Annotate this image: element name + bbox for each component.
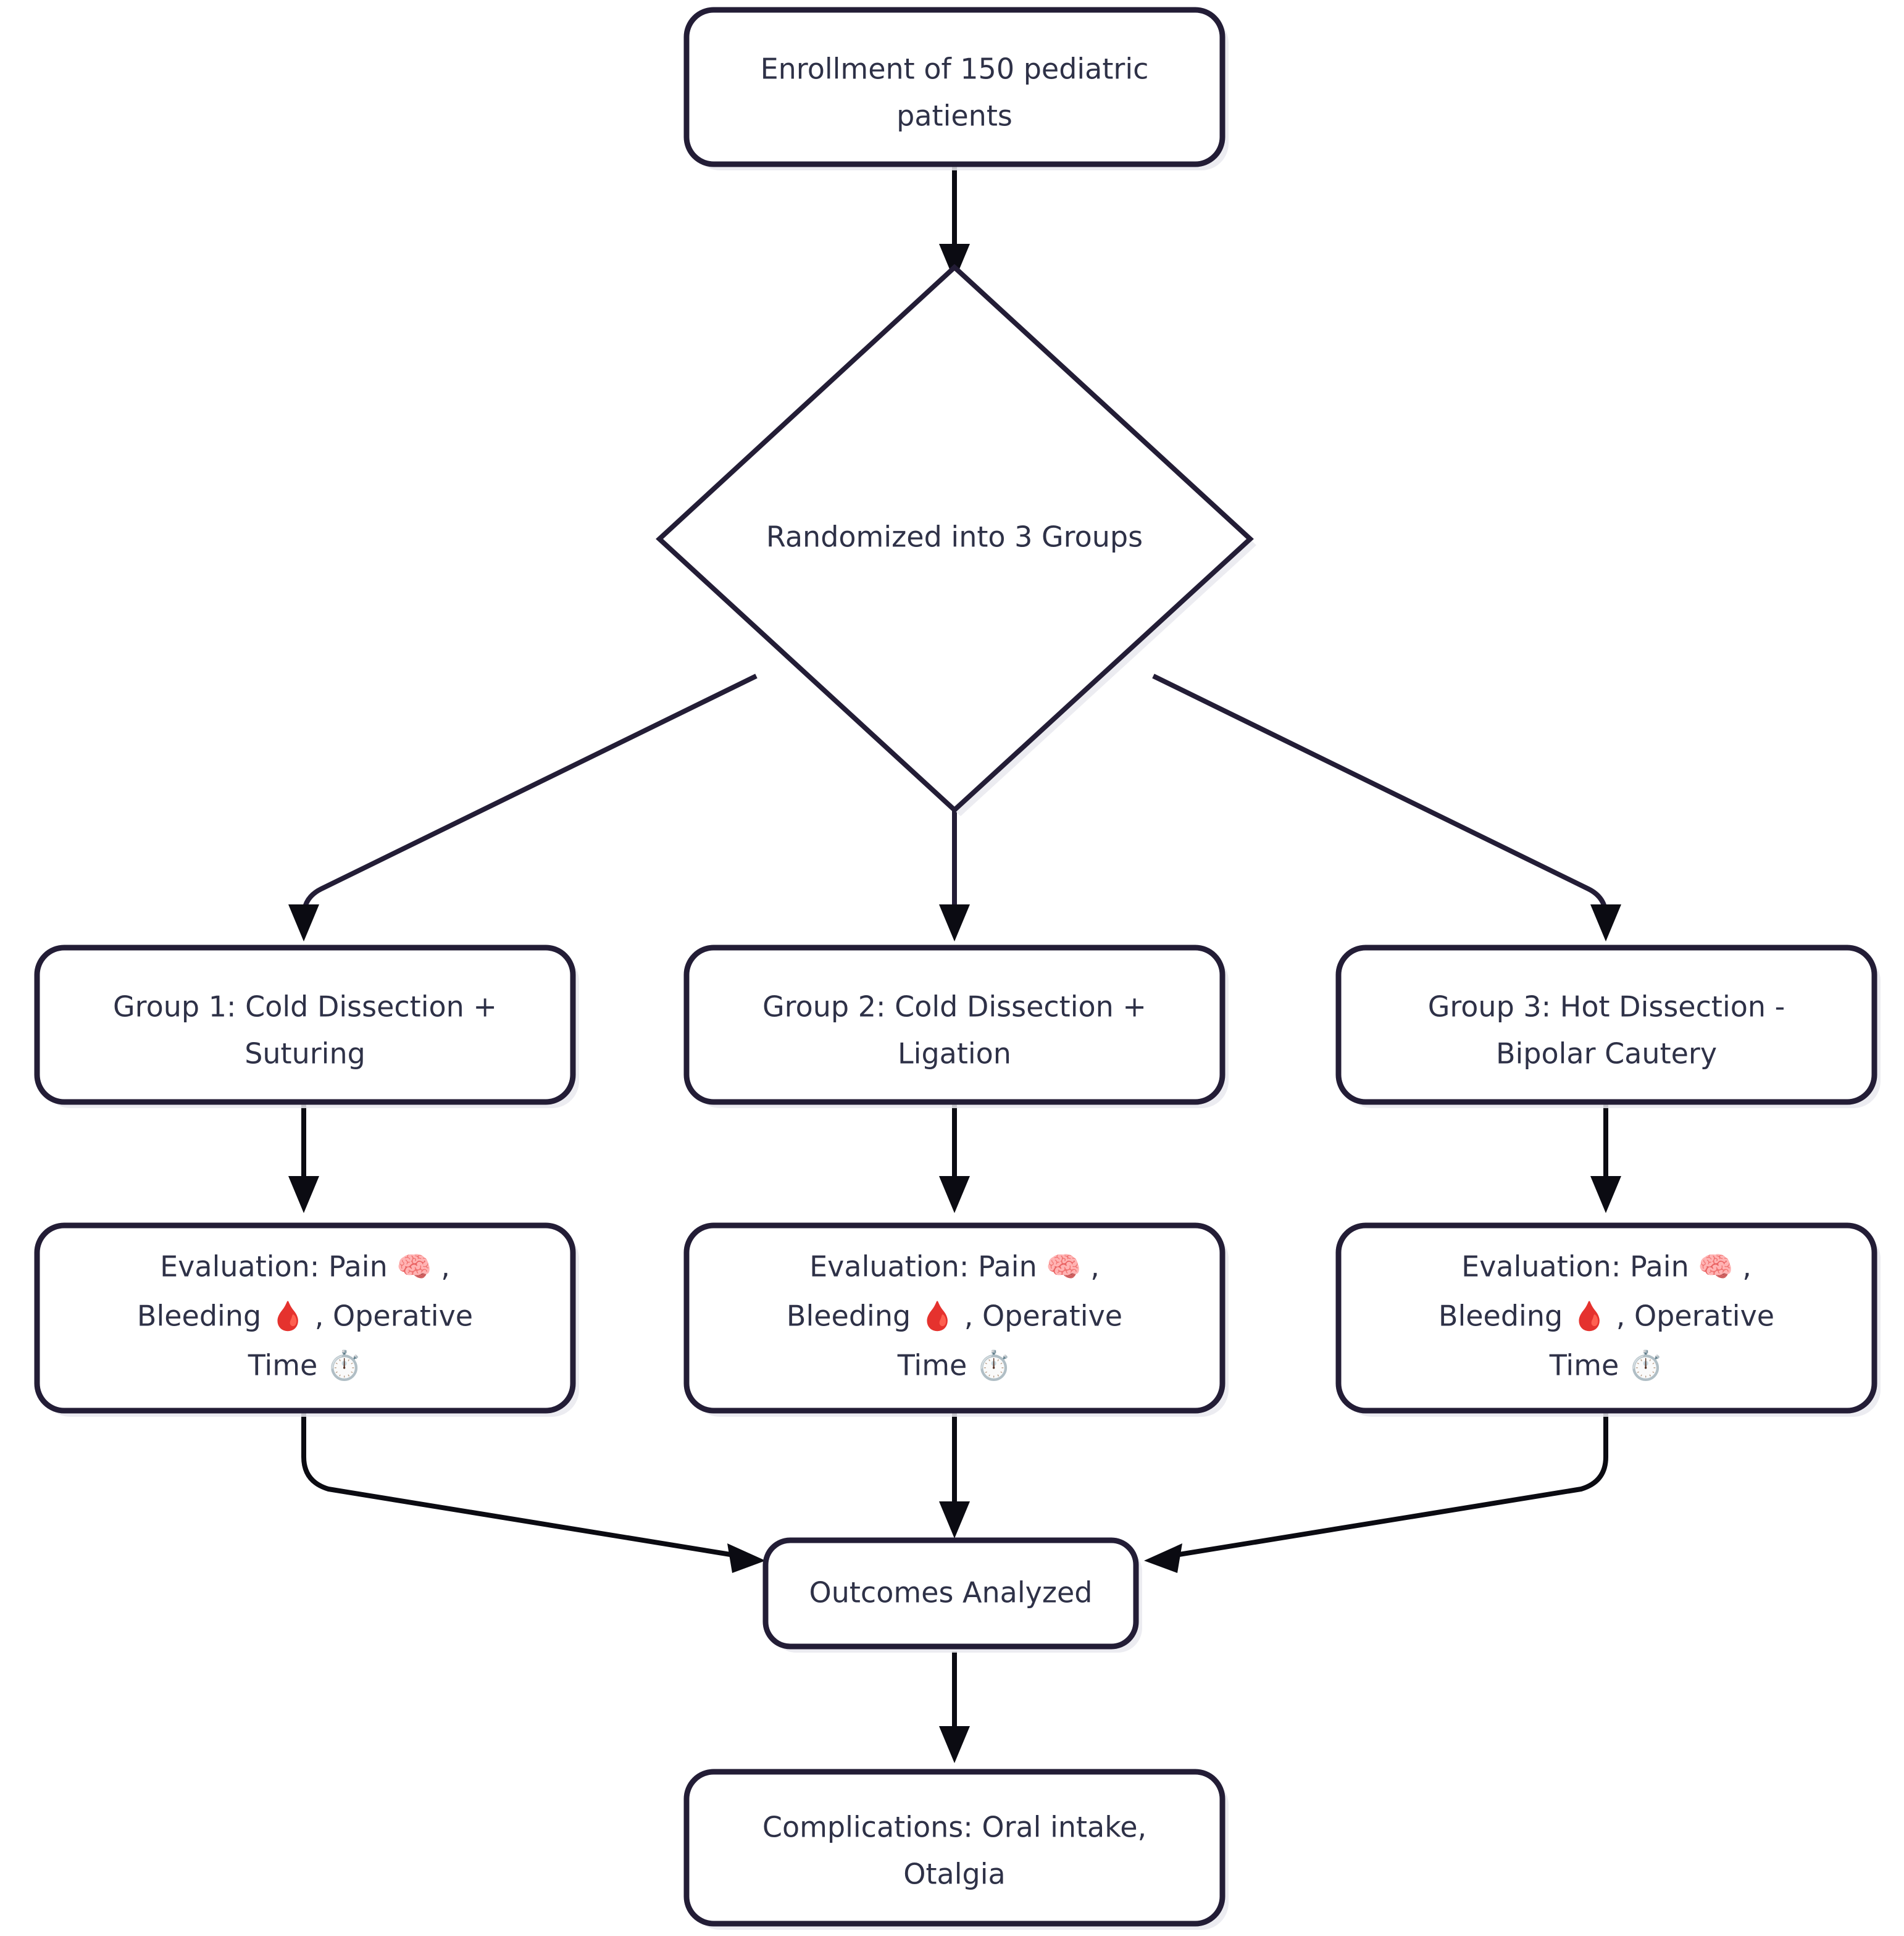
node-complications-line-2: Otalgia bbox=[903, 1858, 1005, 1891]
edge-eval3-to-outcomes bbox=[1144, 1412, 1608, 1573]
edge-eval2-to-outcomes bbox=[939, 1412, 970, 1538]
node-randomization-diamond bbox=[656, 264, 1254, 814]
node-group1-line-2: Suturing bbox=[244, 1037, 365, 1070]
node-complications-box bbox=[683, 1769, 1225, 1927]
node-group2-line-2: Ligation bbox=[898, 1037, 1011, 1070]
node-group2-box bbox=[683, 945, 1225, 1105]
node-group3-line-2: Bipolar Cautery bbox=[1496, 1037, 1717, 1070]
edge-group3-to-eval3 bbox=[952, 1103, 1621, 1213]
node-eval3-line-2: Bleeding 🩸 , Operative bbox=[1438, 1300, 1774, 1333]
node-eval3-line-1: Evaluation: Pain 🧠 , bbox=[1461, 1250, 1752, 1283]
edge-randomization-to-group3 bbox=[1152, 674, 1621, 941]
edge-eval1-to-outcomes bbox=[301, 1412, 766, 1573]
node-outcomes-box bbox=[762, 1537, 1139, 1650]
node-randomization[interactable]: Randomized into 3 Groups bbox=[656, 264, 1256, 816]
node-eval2-line-2: Bleeding 🩸 , Operative bbox=[787, 1300, 1122, 1333]
node-eval3-line-3: Time ⏱️ bbox=[1549, 1349, 1663, 1382]
node-eval1-line-1: Evaluation: Pain 🧠 , bbox=[160, 1250, 450, 1283]
node-complications-line-1: Complications: Oral intake, bbox=[762, 1811, 1146, 1844]
node-group1[interactable]: Group 1: Cold Dissection + Suturing bbox=[34, 945, 579, 1108]
edge-outcomes-to-complications bbox=[939, 1651, 970, 1763]
edge-group1-to-eval1 bbox=[288, 1103, 319, 1213]
edge-randomization-to-group1 bbox=[288, 674, 758, 941]
node-eval1-line-3: Time ⏱️ bbox=[248, 1349, 362, 1382]
node-eval2[interactable]: Evaluation: Pain 🧠 , Bleeding 🩸 , Operat… bbox=[683, 1222, 1229, 1417]
node-enrollment[interactable]: Enrollment of 150 pediatric patients bbox=[683, 7, 1229, 170]
node-eval3[interactable]: Evaluation: Pain 🧠 , Bleeding 🩸 , Operat… bbox=[1335, 1222, 1881, 1417]
node-eval1-box bbox=[34, 1222, 576, 1414]
node-group2[interactable]: Group 2: Cold Dissection + Ligation bbox=[683, 945, 1229, 1108]
edge-enrollment-to-randomization bbox=[939, 167, 970, 281]
node-outcomes[interactable]: Outcomes Analyzed bbox=[762, 1537, 1142, 1653]
node-group2-line-1: Group 2: Cold Dissection + bbox=[762, 990, 1146, 1024]
node-eval2-line-3: Time ⏱️ bbox=[897, 1349, 1011, 1382]
node-eval2-line-1: Evaluation: Pain 🧠 , bbox=[809, 1250, 1100, 1283]
node-group3-box bbox=[1335, 945, 1877, 1105]
node-randomization-label: Randomized into 3 Groups bbox=[766, 520, 1143, 554]
node-eval1-line-2: Bleeding 🩸 , Operative bbox=[137, 1300, 473, 1333]
node-complications[interactable]: Complications: Oral intake, Otalgia bbox=[683, 1769, 1229, 1930]
node-enrollment-line-2: patients bbox=[896, 99, 1013, 133]
node-eval1[interactable]: Evaluation: Pain 🧠 , Bleeding 🩸 , Operat… bbox=[34, 1222, 579, 1417]
node-enrollment-line-1: Enrollment of 150 pediatric bbox=[761, 52, 1149, 86]
node-group1-line-1: Group 1: Cold Dissection + bbox=[113, 990, 497, 1024]
node-group1-box bbox=[34, 945, 576, 1105]
edge-randomization-to-group2 bbox=[939, 810, 970, 941]
node-eval3-box bbox=[1335, 1222, 1877, 1414]
node-outcomes-label: Outcomes Analyzed bbox=[809, 1576, 1093, 1609]
node-eval2-box bbox=[683, 1222, 1225, 1414]
node-group3[interactable]: Group 3: Hot Dissection - Bipolar Cauter… bbox=[1335, 945, 1881, 1108]
node-group3-line-1: Group 3: Hot Dissection - bbox=[1428, 990, 1785, 1024]
node-enrollment-box bbox=[683, 7, 1225, 167]
